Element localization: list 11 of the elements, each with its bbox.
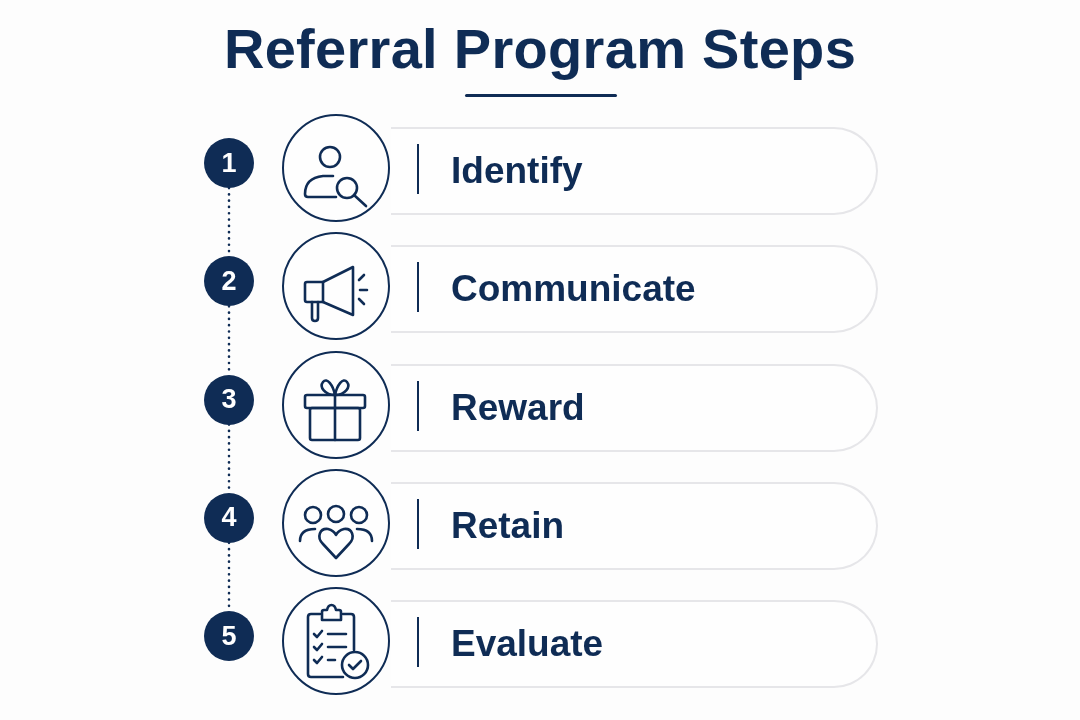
step-label: Communicate bbox=[451, 267, 696, 312]
step-number: 2 bbox=[204, 256, 254, 307]
step-number: 4 bbox=[204, 492, 254, 543]
step-label: Identify bbox=[451, 149, 583, 193]
diagram-title: Referral Program Steps bbox=[222, 16, 858, 82]
step-label: Evaluate bbox=[451, 622, 604, 666]
step-label: Retain bbox=[451, 503, 565, 548]
step-number: 3 bbox=[204, 374, 254, 425]
step-number: 1 bbox=[204, 138, 254, 188]
step-number: 5 bbox=[204, 611, 254, 661]
step-label: Reward bbox=[451, 385, 585, 430]
